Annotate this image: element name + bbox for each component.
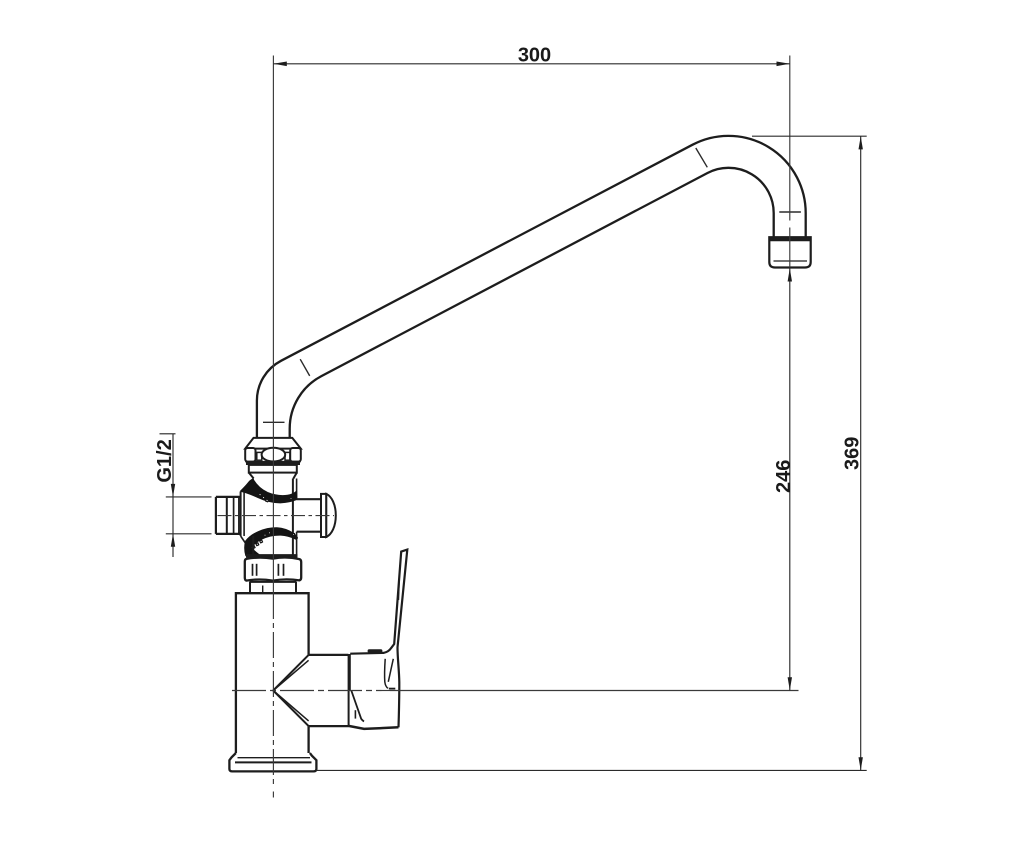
svg-text:300: 300 (518, 45, 551, 67)
svg-text:246: 246 (773, 460, 795, 493)
svg-text:G1/2: G1/2 (154, 439, 176, 482)
svg-text:369: 369 (842, 437, 864, 470)
